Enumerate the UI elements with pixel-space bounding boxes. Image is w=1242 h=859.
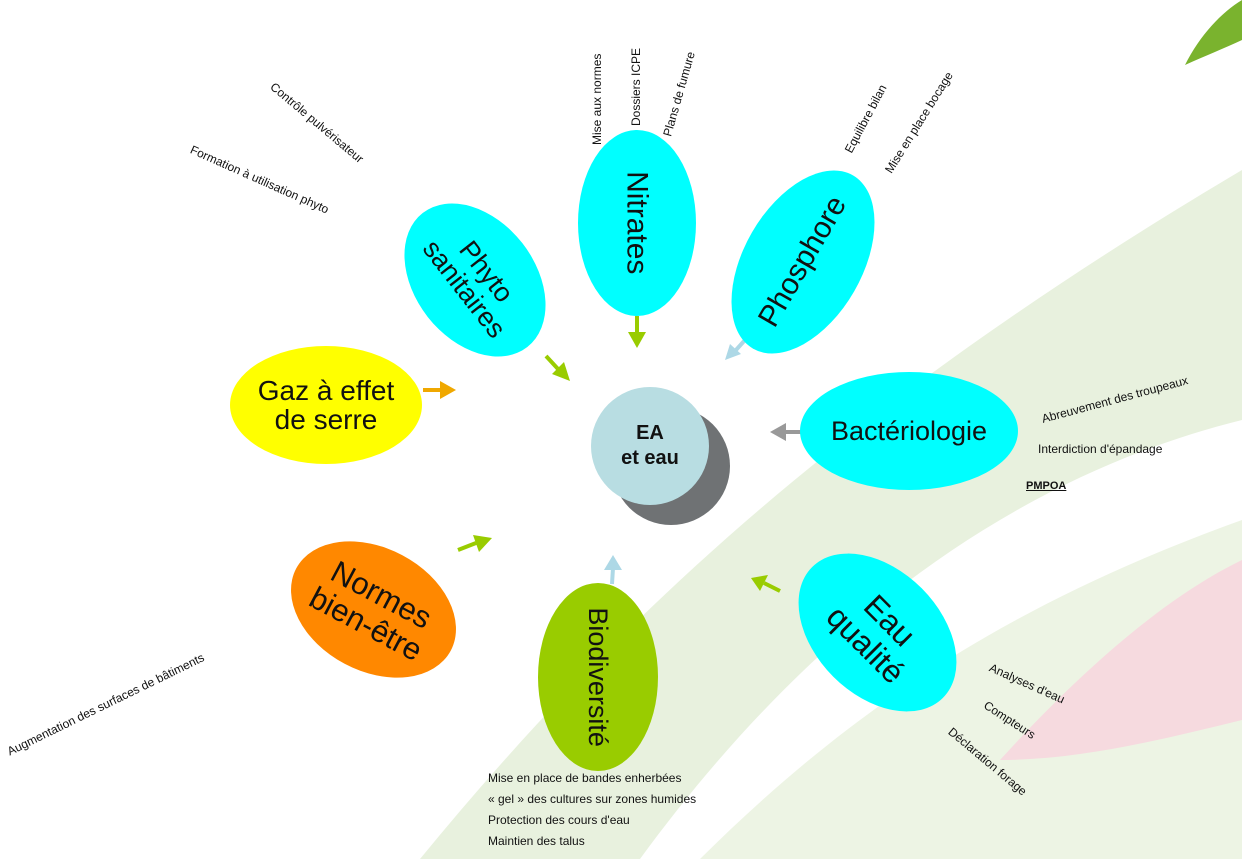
list-item: Mise en place de bandes enherbées: [488, 771, 682, 785]
list-item: Maintien des talus: [488, 834, 585, 848]
arrow-gaz: [423, 381, 456, 399]
petal-nitrates-label: Nitrates: [620, 171, 654, 275]
label-dossiers-icpe: Dossiers ICPE: [629, 47, 643, 126]
label-mise-aux-normes: Mise aux normes: [590, 53, 604, 145]
petal-gaz-label: Gaz à effet de serre: [257, 374, 395, 435]
center-title: EA: [636, 422, 664, 444]
label-pmpoa: PMPOA: [1026, 480, 1067, 492]
green-leaf-shape: [1185, 0, 1242, 65]
petal-bacteriologie: Bactériologie: [800, 372, 1018, 490]
petal-phosphore-label: Phosphore: [752, 190, 854, 333]
petal-biodiversite-label: Biodiversité: [583, 607, 614, 747]
pink-shape: [1000, 560, 1242, 760]
arrow-phyto: [544, 354, 570, 381]
petal-bacteriologie-label: Bactériologie: [830, 415, 988, 446]
arrow-biodiversite: [604, 555, 622, 585]
petal-eau-qualite-label: Eau qualité: [820, 587, 923, 690]
list-item: « gel » des cultures sur zones humides: [488, 792, 697, 806]
label-interdiction-epandage: Interdiction d'épandage: [1038, 442, 1163, 456]
arrow-eau-qualite: [751, 575, 781, 593]
arrow-phosphore: [725, 338, 747, 360]
arrow-nitrates: [628, 316, 646, 348]
petal-normes-label: Normes bien-être: [303, 553, 438, 668]
list-item: Protection des cours d'eau: [488, 813, 630, 827]
petal-gaz: Gaz à effet de serre: [230, 346, 422, 464]
center-node: EA et eau: [591, 387, 709, 505]
pale-green-band: [700, 520, 1242, 859]
center-subtitle: et eau: [621, 447, 679, 469]
petal-phyto-label: Phyto sanitaires: [416, 233, 520, 344]
petal-nitrates: Nitrates: [578, 130, 696, 316]
petal-biodiversite: Biodiversité: [538, 583, 658, 771]
biodiversite-list: Mise en place de bandes enherbées « gel …: [488, 768, 696, 852]
arrow-normes: [457, 535, 492, 552]
